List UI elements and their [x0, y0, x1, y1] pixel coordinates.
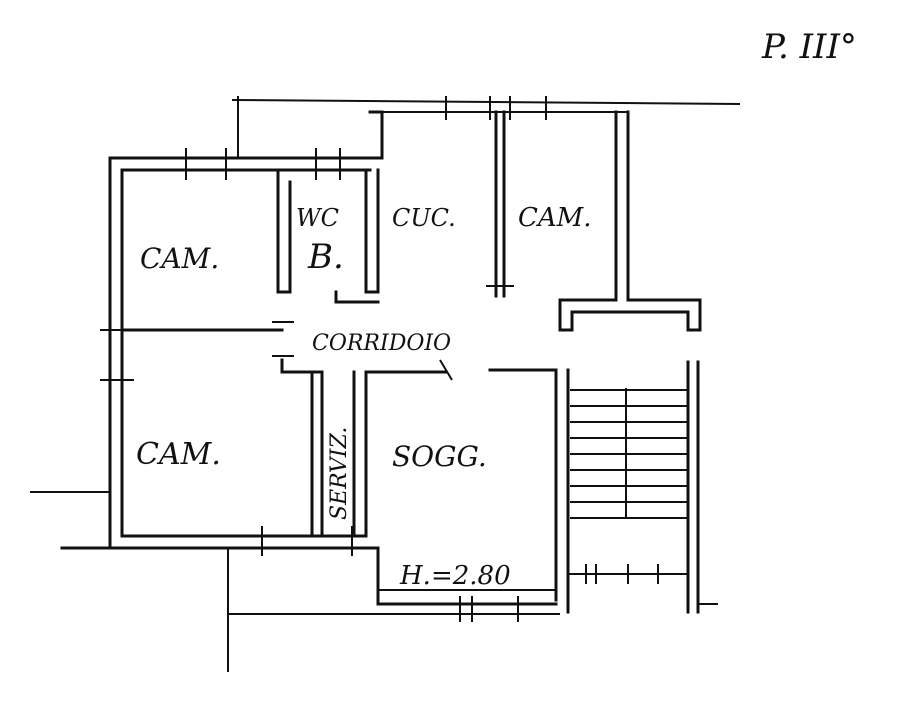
room-label-corridor: CORRIDOIO	[312, 331, 451, 356]
exterior-lines	[30, 329, 560, 672]
room-label-bath: B.	[307, 237, 344, 277]
room-label-cam-bottom-left: CAM.	[136, 437, 221, 472]
room-label-wc: WC	[296, 204, 339, 232]
room-label-cam-top-left: CAM.	[140, 242, 219, 275]
room-label-soggiorno: SOGG.	[392, 440, 487, 473]
interior-walls	[120, 110, 570, 614]
room-labels: CAM. WC B. CUC. CAM. CORRIDOIO CAM. SERV…	[136, 203, 592, 591]
floor-label: P. III°	[761, 27, 857, 67]
top-reference-lines	[231, 96, 741, 158]
ceiling-height-note: H.=2.80	[399, 561, 511, 591]
room-label-kitchen: CUC.	[392, 204, 456, 232]
outer-walls	[60, 110, 702, 550]
room-label-servizi: SERVIZ.	[327, 427, 352, 520]
staircase	[568, 360, 718, 614]
room-label-cam-top-right: CAM.	[518, 203, 592, 233]
opening-marks	[185, 148, 519, 622]
